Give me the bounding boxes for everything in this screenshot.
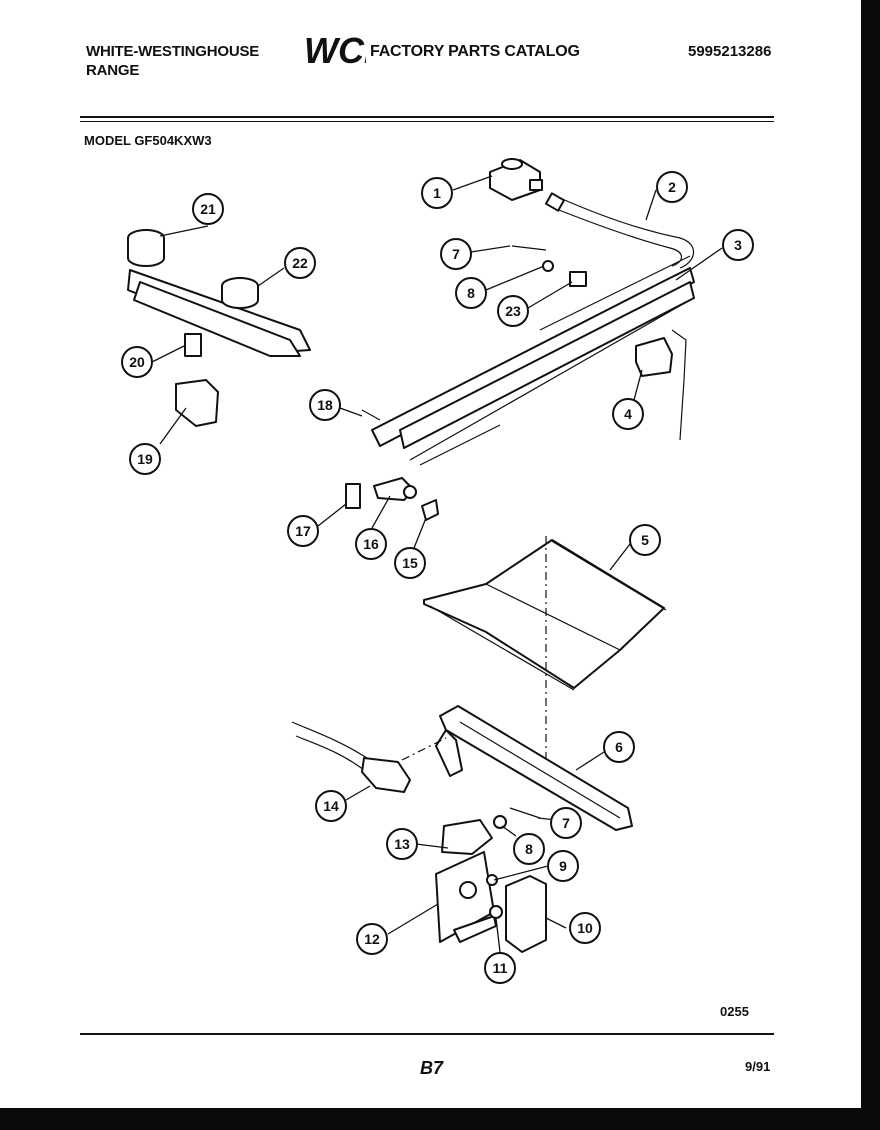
callout-4: 4 xyxy=(612,398,644,430)
wci-logo-text: WCI xyxy=(304,33,366,67)
wci-logo: WCI xyxy=(304,33,366,67)
callout-5: 5 xyxy=(629,524,661,556)
valve-fittings xyxy=(345,409,439,521)
callout-17: 17 xyxy=(287,515,319,547)
igniter-bracket xyxy=(175,333,219,427)
callout-3: 3 xyxy=(722,229,754,261)
svg-text:7: 7 xyxy=(562,815,570,831)
callout-21: 21 xyxy=(192,193,224,225)
oven-igniter xyxy=(291,721,447,793)
callout-23: 23 xyxy=(497,295,529,327)
header-rule-thin xyxy=(80,121,774,122)
svg-text:19: 19 xyxy=(137,451,153,467)
callout-22: 22 xyxy=(284,247,316,279)
footer-rule xyxy=(80,1033,774,1035)
svg-text:7: 7 xyxy=(452,246,460,262)
svg-text:9: 9 xyxy=(559,858,567,874)
drawing-code: 0255 xyxy=(720,1004,749,1019)
callout-6: 6 xyxy=(603,731,635,763)
callout-7: 7 xyxy=(440,238,472,270)
pressure-regulator xyxy=(489,158,543,201)
catalog-part-number: 5995213286 xyxy=(688,43,772,60)
svg-text:1: 1 xyxy=(433,185,441,201)
svg-text:4: 4 xyxy=(624,406,632,422)
svg-text:6: 6 xyxy=(615,739,623,755)
svg-text:2: 2 xyxy=(668,179,676,195)
callout-7-lower: 7 xyxy=(550,807,582,839)
callout-16: 16 xyxy=(355,528,387,560)
burner-valve xyxy=(635,329,687,441)
svg-text:12: 12 xyxy=(364,931,380,947)
callout-15: 15 xyxy=(394,547,426,579)
svg-text:13: 13 xyxy=(394,836,410,852)
manifold-pipe xyxy=(371,192,695,466)
burner-shield xyxy=(423,539,667,691)
page-number: B7 xyxy=(420,1058,444,1078)
svg-text:23: 23 xyxy=(505,303,521,319)
scan-border-bottom xyxy=(0,1108,880,1130)
catalog-date: 9/91 xyxy=(745,1059,771,1074)
safety-valve-assembly xyxy=(435,819,547,953)
callout-8: 8 xyxy=(455,277,487,309)
manufacturer-line-2: RANGE xyxy=(86,62,140,79)
callout-10: 10 xyxy=(569,912,601,944)
svg-text:20: 20 xyxy=(129,354,145,370)
svg-text:8: 8 xyxy=(525,841,533,857)
svg-text:14: 14 xyxy=(323,798,339,814)
manufacturer-line-1: WHITE-WESTINGHOUSE xyxy=(86,43,260,60)
callout-2: 2 xyxy=(656,171,688,203)
svg-text:18: 18 xyxy=(317,397,333,413)
callout-1: 1 xyxy=(421,177,453,209)
callout-19: 19 xyxy=(129,443,161,475)
svg-text:21: 21 xyxy=(200,201,216,217)
svg-text:10: 10 xyxy=(577,920,593,936)
callout-13: 13 xyxy=(386,828,418,860)
scan-border-right xyxy=(861,0,880,1130)
model-number: MODEL GF504KXW3 xyxy=(84,133,212,148)
oven-burner xyxy=(435,705,633,831)
callout-11: 11 xyxy=(484,952,516,984)
svg-text:3: 3 xyxy=(734,237,742,253)
callout-9: 9 xyxy=(547,850,579,882)
leader-lines xyxy=(151,175,723,953)
catalog-title: FACTORY PARTS CATALOG xyxy=(370,43,580,60)
callout-12: 12 xyxy=(356,923,388,955)
top-burners xyxy=(127,229,311,357)
orifice-spud xyxy=(511,245,587,287)
svg-text:15: 15 xyxy=(402,555,418,571)
callout-20: 20 xyxy=(121,346,153,378)
callout-8-lower: 8 xyxy=(513,833,545,865)
manufacturer: WHITE-WESTINGHOUSE RANGE xyxy=(86,42,259,80)
svg-text:16: 16 xyxy=(363,536,379,552)
svg-text:11: 11 xyxy=(493,960,508,976)
svg-text:22: 22 xyxy=(292,255,308,271)
svg-text:5: 5 xyxy=(641,532,649,548)
svg-text:17: 17 xyxy=(295,523,311,539)
svg-text:8: 8 xyxy=(467,285,475,301)
callout-14: 14 xyxy=(315,790,347,822)
header-rule xyxy=(80,116,774,118)
callout-18: 18 xyxy=(309,389,341,421)
lower-orifice xyxy=(493,807,541,829)
